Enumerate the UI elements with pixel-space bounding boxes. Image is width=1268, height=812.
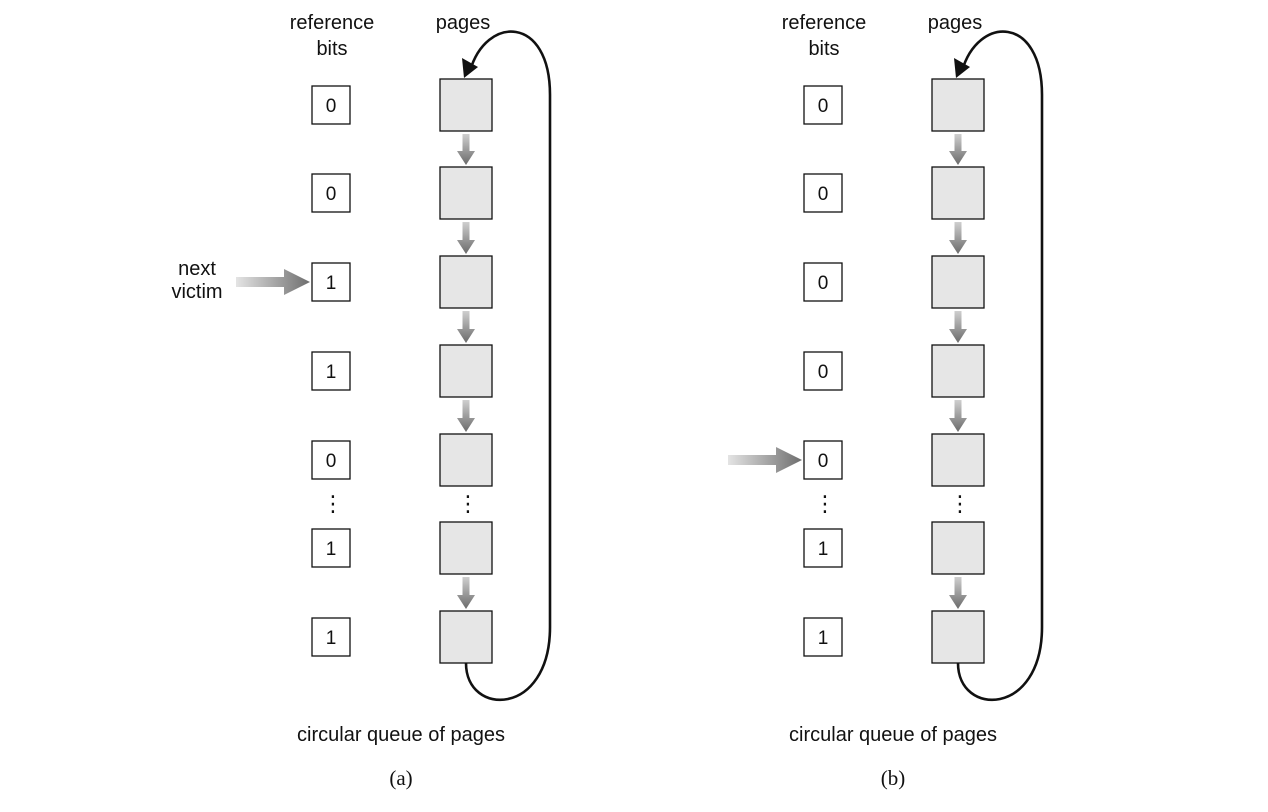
page-box [439,610,493,664]
reference-bit-box [311,351,351,391]
reference-bit-box [803,173,843,213]
header-pages: pages [928,12,983,34]
reference-bit-box [311,85,351,125]
reference-bit-value: 0 [818,273,829,294]
panel-b: reference bits pages 0 0 0 0 0 1 1 ⋮ ⋮ circular queu… [728,12,1044,790]
reference-bit-value: 1 [818,539,829,560]
reference-bit-value: 0 [818,184,829,205]
ellipsis: ⋮ [949,491,971,516]
reference-bit-box [311,173,351,213]
next-page-arrow [457,311,475,343]
reference-bit-value: 0 [818,451,829,472]
header-pages: pages [436,12,491,34]
victim-pointer-label: victim [171,281,222,303]
reference-bit-value: 0 [326,184,337,205]
page-box [931,166,985,220]
next-page-arrow [949,222,967,254]
page-box [439,344,493,398]
reference-bit-box [803,617,843,657]
reference-bit-value: 0 [818,96,829,117]
reference-bit-box [803,440,843,480]
panel-sublabel: (a) [389,766,412,790]
next-page-arrow [457,134,475,165]
circular-arrow-head [954,58,970,78]
page-box [439,521,493,575]
reference-bit-box [311,262,351,302]
reference-bit-value: 0 [818,362,829,383]
header-bits: bits [808,38,839,60]
next-page-arrow [949,400,967,432]
ellipsis: ⋮ [457,491,479,516]
page-box [439,255,493,309]
victim-pointer-arrow [728,447,802,473]
header-reference: reference [782,12,867,34]
page-box [439,433,493,487]
next-page-arrow [949,577,967,609]
reference-bit-value: 1 [326,628,337,649]
page-box [931,610,985,664]
circular-return-arrow [956,30,1044,702]
circular-return-arrow [464,30,552,702]
reference-bit-box [803,528,843,568]
queue-caption: circular queue of pages [789,724,997,746]
reference-bit-box [803,85,843,125]
reference-bit-box [803,351,843,391]
reference-bit-value: 0 [326,451,337,472]
next-page-arrow [457,222,475,254]
page-box [931,521,985,575]
page-box [439,166,493,220]
page-box [931,255,985,309]
page-box [931,344,985,398]
page-box [931,433,985,487]
next-page-arrow [457,577,475,609]
reference-bit-value: 1 [326,539,337,560]
reference-bit-box [803,262,843,302]
next-page-arrow [949,134,967,165]
queue-caption: circular queue of pages [297,724,505,746]
header-reference: reference [290,12,375,34]
reference-bit-value: 1 [326,273,337,294]
page-box [931,78,985,132]
reference-bit-value: 0 [326,96,337,117]
next-page-arrow [949,311,967,343]
circular-arrow-head [462,58,478,78]
reference-bit-box [311,528,351,568]
ellipsis: ⋮ [322,491,344,516]
next-page-arrow [457,400,475,432]
ellipsis: ⋮ [814,491,836,516]
victim-pointer-label: next [178,258,216,280]
victim-pointer-arrow [236,269,310,295]
header-bits: bits [316,38,347,60]
reference-bit-value: 1 [818,628,829,649]
page-box [439,78,493,132]
panel-sublabel: (b) [881,766,906,790]
reference-bit-box [311,617,351,657]
reference-bit-box [311,440,351,480]
reference-bit-value: 1 [326,362,337,383]
